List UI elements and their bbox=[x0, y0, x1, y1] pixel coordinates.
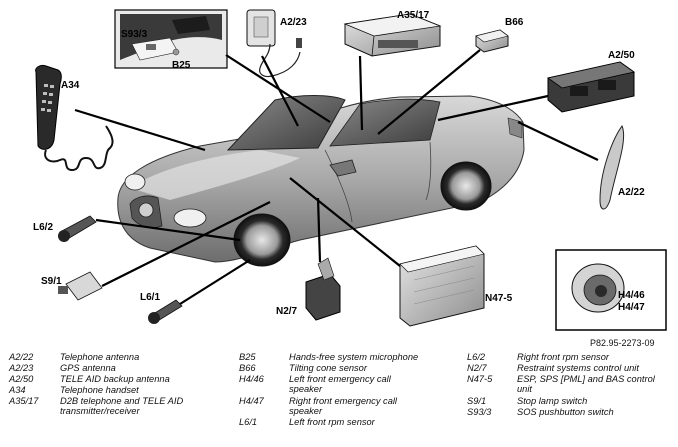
legend-entry: N47-5 ESP, SPS [PML] and BAS control unit bbox=[467, 374, 677, 395]
callout-a35-17: A35/17 bbox=[397, 10, 430, 21]
legend-description: GPS antenna bbox=[60, 362, 116, 373]
legend-description: Left front rpm sensor bbox=[289, 417, 375, 428]
legend-entry: H4/47 Right front emergency call speaker bbox=[239, 396, 459, 417]
legend-entry: A34 Telephone handset bbox=[9, 385, 229, 395]
callout-n47-5: N47-5 bbox=[485, 293, 513, 304]
legend-entry: H4/46 Left front emergency call speaker bbox=[239, 374, 459, 395]
callout-s93-3: S93/3 bbox=[121, 29, 148, 40]
legend-description: TELE AID backup antenna bbox=[60, 373, 170, 384]
callout-l6-1: L6/1 bbox=[140, 292, 161, 303]
gps-antenna bbox=[246, 9, 302, 78]
legend-column-2: B25 Hands-free system microphone B66 Tilti… bbox=[239, 352, 459, 428]
legend-description: Telephone antenna bbox=[60, 352, 140, 362]
legend-description: Right front emergency call speaker bbox=[289, 395, 397, 416]
callout-a34: A34 bbox=[61, 80, 80, 91]
figure-id: P82.95-2273-09 bbox=[590, 338, 655, 348]
legend-code: N2/7 bbox=[467, 362, 487, 373]
callout-a2-50: A2/50 bbox=[608, 50, 635, 61]
legend-entry: N2/7 Restraint systems control unit bbox=[467, 363, 677, 373]
callout-a2-22: A2/22 bbox=[618, 187, 645, 198]
callout-n2-7: N2/7 bbox=[276, 306, 298, 317]
legend-entry: S93/3 SOS pushbutton switch bbox=[467, 407, 677, 417]
legend-description: Telephone handset bbox=[60, 384, 139, 395]
legend-entry: A2/50 TELE AID backup antenna bbox=[9, 374, 229, 384]
callout-h4-46: H4/46 bbox=[618, 290, 645, 301]
legend-code: S93/3 bbox=[467, 406, 492, 417]
legend-entry: L6/1 Left front rpm sensor bbox=[239, 417, 459, 427]
legend-code: A2/50 bbox=[9, 373, 34, 384]
right-front-rpm-sensor bbox=[58, 215, 97, 242]
telephone-antenna bbox=[599, 124, 625, 210]
legend-code: B66 bbox=[239, 362, 256, 373]
legend-description: SOS pushbutton switch bbox=[517, 406, 614, 417]
legend-entry: L6/2 Right front rpm sensor bbox=[467, 352, 677, 362]
left-front-rpm-sensor bbox=[148, 299, 183, 324]
backup-antenna bbox=[547, 61, 635, 113]
legend-description: Tilting cone sensor bbox=[289, 362, 367, 373]
legend-description: Hands-free system microphone bbox=[289, 352, 419, 362]
callout-h4-47: H4/47 bbox=[618, 302, 645, 313]
legend-code: L6/1 bbox=[239, 417, 258, 428]
legend-code: A2/23 bbox=[9, 362, 34, 373]
inset-sos-microphone bbox=[114, 9, 228, 69]
tilt-sensor bbox=[475, 29, 509, 53]
legend-description: Stop lamp switch bbox=[517, 395, 588, 406]
callout-s9-1: S9/1 bbox=[41, 276, 62, 287]
legend-code: A2/22 bbox=[9, 352, 34, 362]
callout-b66: B66 bbox=[505, 17, 524, 28]
legend-description: D2B telephone and TELE AID transmitter/r… bbox=[60, 395, 184, 417]
stop-lamp-switch bbox=[58, 271, 103, 301]
legend-column-3: L6/2 Right front rpm sensor N2/7 Restraint… bbox=[467, 352, 677, 418]
callout-l6-2: L6/2 bbox=[33, 222, 54, 233]
legend-code: A35/17 bbox=[9, 395, 39, 406]
legend-entry: B25 Hands-free system microphone bbox=[239, 352, 459, 362]
emergency-speaker-inset bbox=[555, 249, 667, 331]
telephone-transceiver bbox=[343, 13, 442, 57]
callout-b25: B25 bbox=[172, 60, 191, 71]
legend-entry: A2/22 Telephone antenna bbox=[9, 352, 229, 362]
car-body bbox=[117, 95, 525, 267]
esp-control-unit bbox=[399, 245, 485, 327]
restraint-control-unit bbox=[305, 257, 341, 321]
legend-description: Right front rpm sensor bbox=[517, 352, 609, 362]
legend-code: L6/2 bbox=[467, 352, 486, 362]
telephone-handset bbox=[35, 65, 114, 172]
component-location-diagram bbox=[35, 9, 667, 331]
legend-code: H4/46 bbox=[239, 373, 264, 384]
callout-a2-23: A2/23 bbox=[280, 17, 307, 28]
legend-code: B25 bbox=[239, 352, 256, 362]
legend-code: H4/47 bbox=[239, 395, 264, 406]
legend-code: N47-5 bbox=[467, 373, 493, 384]
legend-code: A34 bbox=[9, 384, 26, 395]
legend-description: Restraint systems control unit bbox=[517, 362, 639, 373]
legend-description: Left front emergency call speaker bbox=[289, 373, 391, 395]
legend-entry: S9/1 Stop lamp switch bbox=[467, 396, 677, 406]
legend-code: S9/1 bbox=[467, 395, 487, 406]
legend-entry: B66 Tilting cone sensor bbox=[239, 363, 459, 373]
legend-entry: A35/17 D2B telephone and TELE AID transmi… bbox=[9, 396, 229, 417]
leader-lines bbox=[74, 49, 599, 305]
legend-description: ESP, SPS [PML] and BAS control unit bbox=[517, 373, 655, 395]
legend-entry: A2/23 GPS antenna bbox=[9, 363, 229, 373]
